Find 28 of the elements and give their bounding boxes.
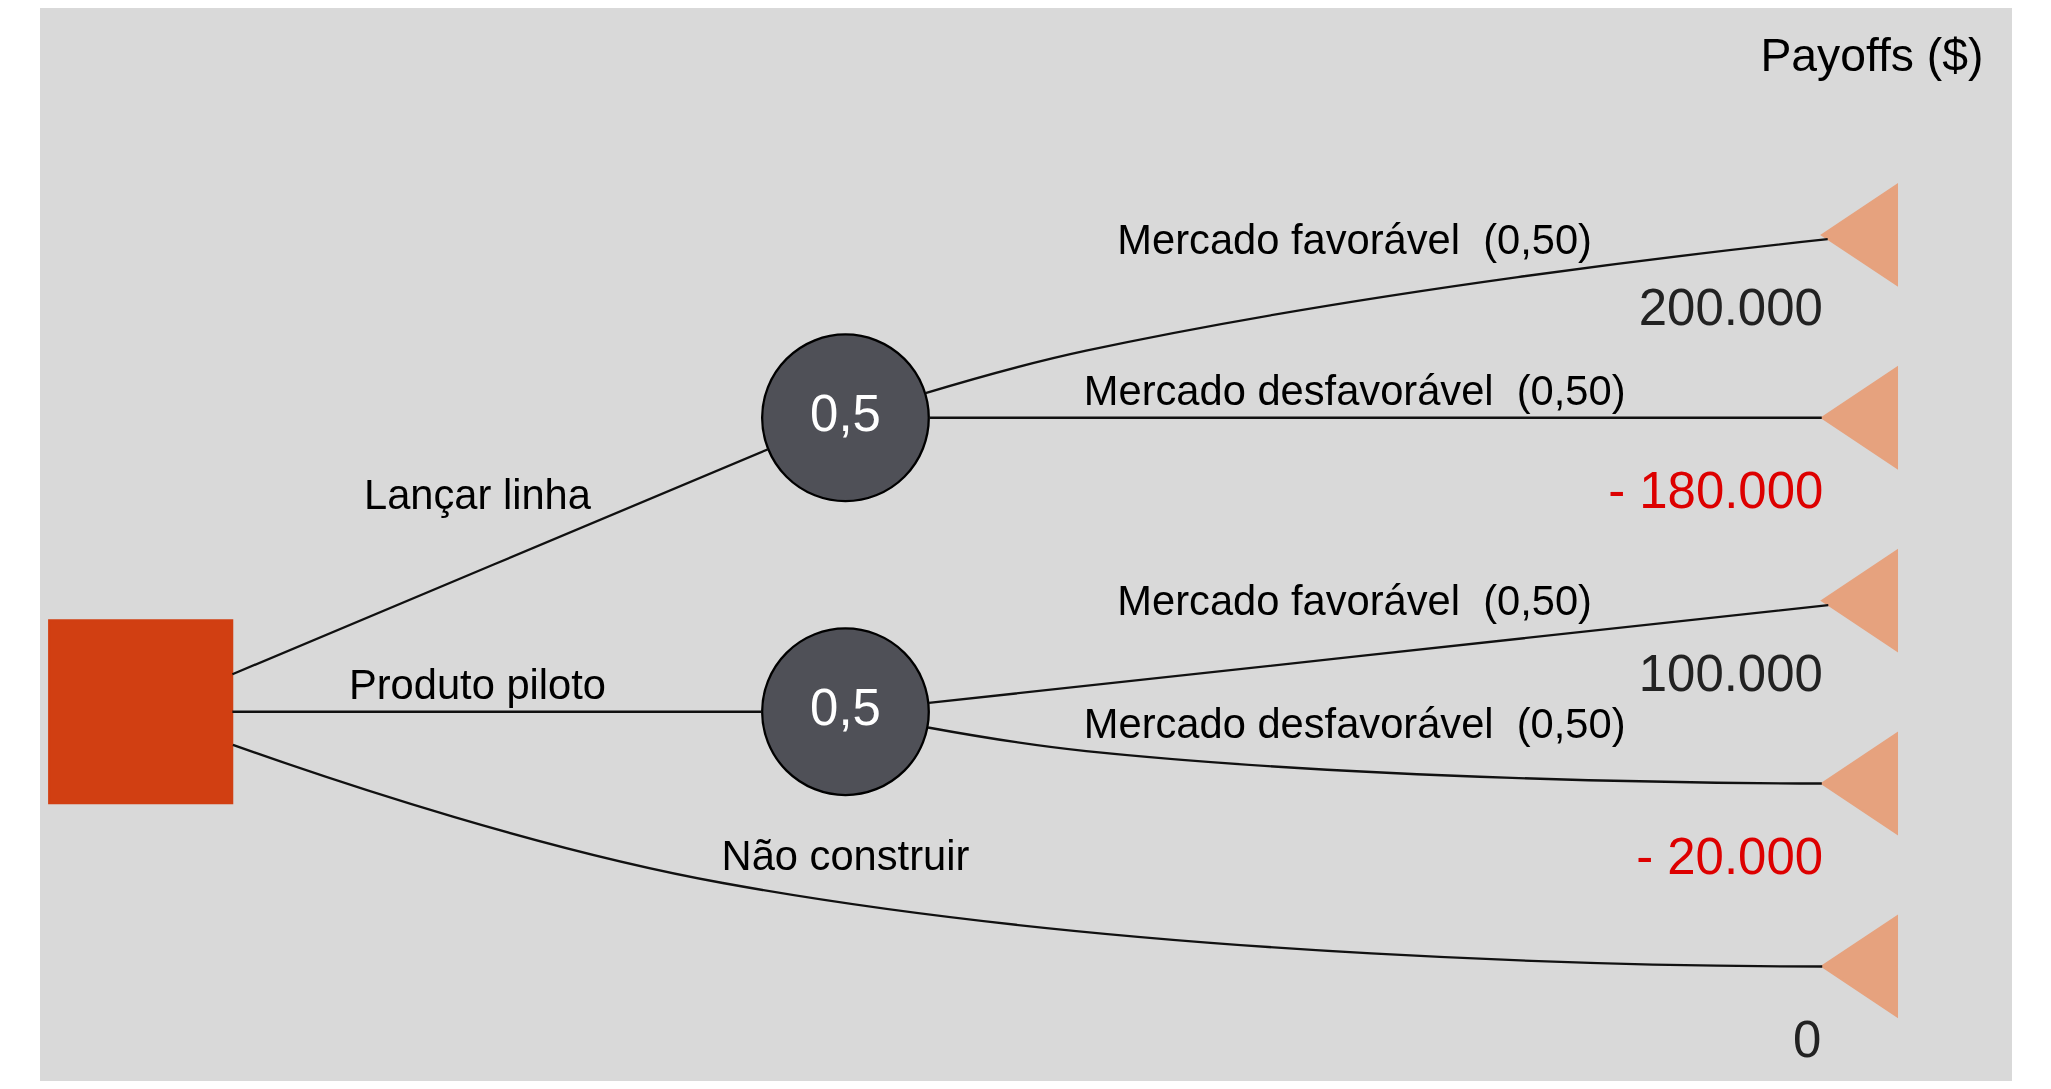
- connector: [232, 743, 1822, 968]
- node-triangle: [1819, 183, 1898, 287]
- connector: [231, 448, 769, 676]
- connector: [924, 238, 1828, 395]
- edge-label: Mercado favorável (0,50): [1116, 577, 1592, 625]
- node-label: 0: [1792, 1010, 1821, 1068]
- label: Payoffs ($): [1760, 28, 1983, 81]
- node-circle: 0,5: [760, 627, 930, 797]
- node-box: [47, 619, 233, 805]
- node-label: 100.000: [1638, 645, 1823, 703]
- node-triangle: [1819, 914, 1898, 1019]
- node-triangle: [1819, 365, 1898, 470]
- edge-label: Não construir: [721, 832, 969, 880]
- edge-label: Lançar linha: [363, 470, 591, 518]
- node-label: 200.000: [1638, 279, 1823, 337]
- connector: [928, 603, 1828, 705]
- edge-label: Mercado desfavorável (0,50): [1083, 366, 1626, 414]
- connector: [927, 726, 1822, 785]
- connector: [928, 416, 1822, 419]
- node-label: - 180.000: [1607, 462, 1823, 520]
- edge-label: Mercado favorável (0,50): [1116, 216, 1592, 264]
- node-triangle: [1819, 548, 1898, 653]
- connector: [231, 710, 762, 713]
- edge-label: Mercado desfavorável (0,50): [1083, 700, 1626, 748]
- node-triangle: [1819, 731, 1898, 836]
- node-label: - 20.000: [1635, 827, 1823, 885]
- edge-label: Produto piloto: [348, 660, 606, 708]
- node-circle: 0,5: [760, 333, 930, 503]
